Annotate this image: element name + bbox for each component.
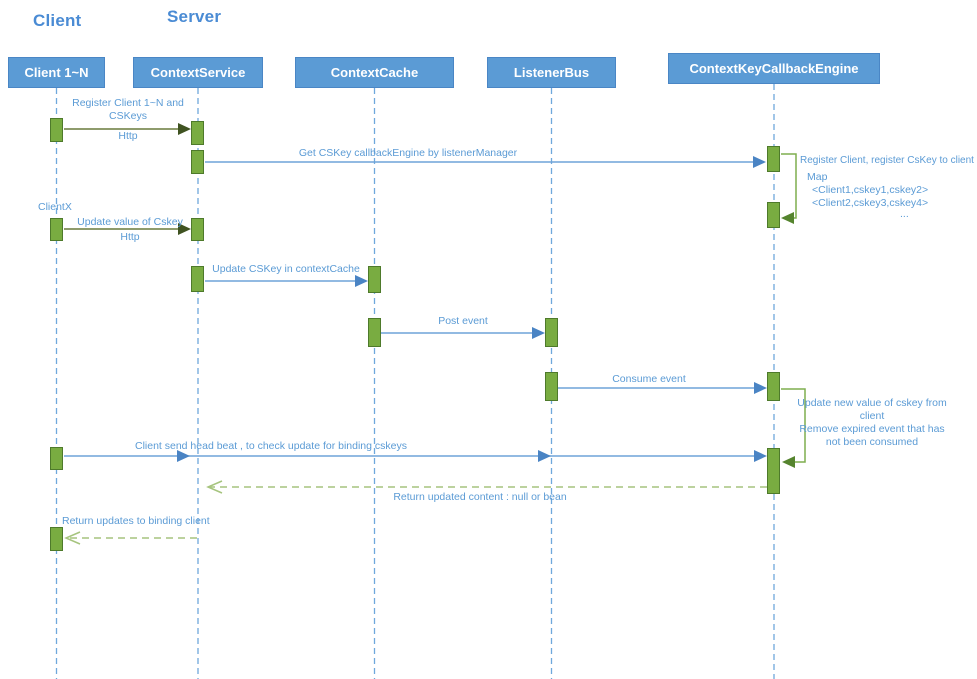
message-register-line1: Register Client 1~N and: [72, 97, 184, 109]
message-update-protocol: Http: [120, 231, 140, 243]
arrowhead-icon: [178, 123, 191, 135]
arrowhead-icon: [532, 327, 545, 339]
group-title-server: Server: [167, 7, 222, 26]
message-consume-event: Consume event: [612, 373, 686, 385]
message-post-event: Post event: [438, 315, 488, 327]
arrowhead-icon: [781, 212, 794, 224]
activation-client-update: [50, 218, 63, 241]
activation-engine-consume: [767, 372, 780, 401]
arrowhead-icon: [178, 223, 191, 235]
participant-contextservice: ContextService: [133, 57, 263, 88]
arrowhead-icon: [64, 531, 81, 545]
arrow-register-client: [64, 123, 191, 135]
message-return-updates: Return updates to binding client: [62, 515, 210, 527]
arrow-heartbeat: [64, 450, 767, 462]
message-update-cache: Update CSKey in contextCache: [212, 263, 360, 275]
arrow-post-event: [381, 327, 545, 339]
message-heartbeat: Client send head beat , to check update …: [134, 440, 407, 452]
arrow-self-register-map: [781, 153, 797, 224]
label-clientx: ClientX: [38, 201, 72, 213]
activation-engine-get: [767, 146, 780, 172]
arrow-update-cache: [205, 275, 368, 287]
participant-client: Client 1~N: [8, 57, 105, 88]
activation-service-update: [191, 218, 204, 241]
arrow-update-value: [64, 223, 191, 235]
activation-client-return: [50, 527, 63, 551]
note-update-line3: Remove expired event that has: [799, 423, 945, 435]
note-register-map-ellipsis: ...: [900, 208, 909, 220]
participant-label: ContextService: [150, 65, 246, 80]
participant-label: ListenerBus: [513, 65, 590, 80]
activation-bus-consume: [545, 372, 558, 401]
activation-service-register: [191, 121, 204, 145]
activation-bus-post: [545, 318, 558, 347]
arrow-return-updates: [64, 531, 197, 545]
arrow-get-cskey: [205, 156, 766, 168]
participant-callbackengine: ContextKeyCallbackEngine: [668, 53, 880, 84]
activation-engine-map: [767, 202, 780, 228]
group-title-client: Client: [33, 11, 82, 30]
arrow-consume-event: [558, 382, 767, 394]
arrow-return-content: [206, 480, 767, 494]
participant-listenerbus: ListenerBus: [487, 57, 616, 88]
arrowhead-icon: [206, 480, 223, 494]
arrowhead-icon: [355, 275, 368, 287]
participant-contextcache: ContextCache: [295, 57, 454, 88]
note-register-map-line1: Register Client, register CsKey to clien…: [800, 155, 974, 166]
message-get-cskey: Get CSKey callbackEngine by listenerMana…: [298, 147, 518, 159]
message-register-protocol: Http: [118, 130, 138, 142]
note-update-line4: not been consumed: [825, 436, 919, 448]
activation-service-get: [191, 150, 204, 174]
activation-cache-post: [368, 318, 381, 347]
activation-client-register: [50, 118, 63, 142]
message-register-line2: CSKeys: [109, 110, 147, 122]
note-update-line1: Update new value of cskey from: [797, 397, 947, 409]
arrowhead-icon: [538, 450, 551, 462]
activation-engine-heartbeat: [767, 448, 780, 494]
arrowhead-icon: [782, 456, 795, 468]
arrowhead-icon: [177, 450, 190, 462]
note-register-map-line3: <Client1,cskey1,cskey2>: [812, 184, 929, 196]
note-register-map-line2: Map: [807, 171, 828, 183]
note-update-line2: client: [859, 410, 885, 422]
activation-cache-update: [368, 266, 381, 293]
participant-label: Client 1~N: [24, 65, 89, 80]
arrowhead-icon: [754, 450, 767, 462]
message-return-content: Return updated content : null or bean: [393, 491, 567, 503]
arrow-self-update-remove: [781, 388, 806, 468]
activation-client-heartbeat: [50, 447, 63, 470]
participant-label: ContextKeyCallbackEngine: [689, 61, 859, 76]
participant-label: ContextCache: [330, 65, 419, 80]
message-update-value: Update value of Cskey: [77, 216, 183, 228]
activation-service-cache: [191, 266, 204, 292]
arrowhead-icon: [754, 382, 767, 394]
arrowhead-icon: [753, 156, 766, 168]
note-register-map-line4: <Client2,cskey3,cskey4>: [812, 197, 929, 209]
